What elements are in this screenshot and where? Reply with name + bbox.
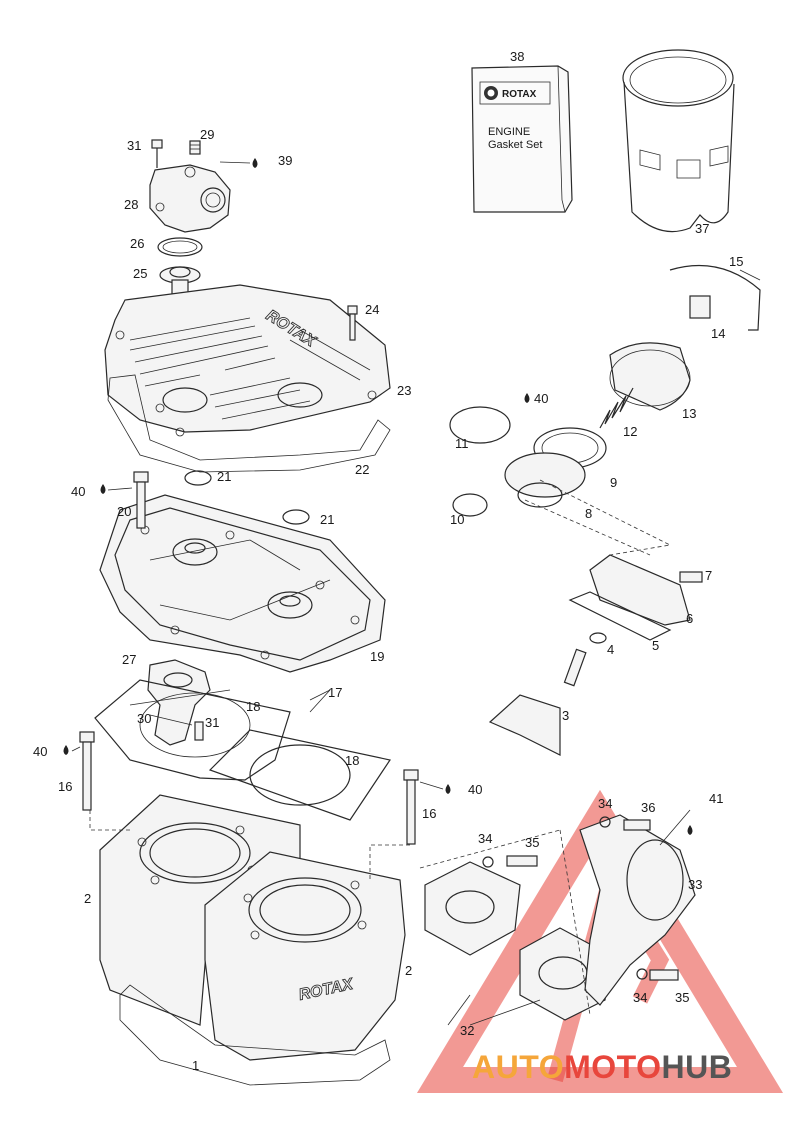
callout-27: 27 xyxy=(122,652,136,667)
washer-4 xyxy=(589,632,607,644)
callout-26: 26 xyxy=(130,236,144,251)
callout-41: 41 xyxy=(709,791,723,806)
callout-18b: 18 xyxy=(345,753,359,768)
drop-icon-41 xyxy=(687,825,693,835)
watermark-part2: MOTO xyxy=(564,1049,661,1085)
callout-14: 14 xyxy=(711,326,725,341)
callout-32: 32 xyxy=(460,1023,474,1038)
callout-31a: 31 xyxy=(127,138,141,153)
drop-icon-40d xyxy=(445,784,451,794)
lubricant-drop-icons xyxy=(63,158,693,835)
callout-18a: 18 xyxy=(246,699,260,714)
stud-16a xyxy=(79,731,95,811)
o-ring-21a xyxy=(184,470,212,486)
cylinder-sleeve xyxy=(622,49,735,233)
callout-40d: 40 xyxy=(468,782,482,797)
exhaust-manifold xyxy=(482,814,696,1006)
watermark-part3: HUB xyxy=(661,1049,732,1085)
callout-13: 13 xyxy=(682,406,696,421)
callout-8: 8 xyxy=(585,506,592,521)
callout-20: 20 xyxy=(117,504,131,519)
callout-2b: 2 xyxy=(405,963,412,978)
spring-12 xyxy=(599,387,634,429)
head-gasket-18b xyxy=(208,729,391,821)
head-cover-gasket xyxy=(107,374,391,473)
callout-11: 11 xyxy=(455,436,469,451)
callout-40a: 40 xyxy=(534,391,548,406)
callout-4: 4 xyxy=(607,642,614,657)
callout-15: 15 xyxy=(729,254,743,269)
callout-34a: 34 xyxy=(598,796,612,811)
drop-icon-40b xyxy=(100,484,106,494)
callout-21b: 21 xyxy=(320,512,334,527)
callout-25: 25 xyxy=(133,266,147,281)
callout-21a: 21 xyxy=(217,469,231,484)
callout-3: 3 xyxy=(562,708,569,723)
o-ring-11 xyxy=(449,406,511,444)
callout-31b: 31 xyxy=(205,715,219,730)
callout-1: 1 xyxy=(192,1058,199,1073)
head-gasket-18b-bore xyxy=(249,744,351,806)
callout-38: 38 xyxy=(510,49,524,64)
callout-2a: 2 xyxy=(84,891,91,906)
callout-36: 36 xyxy=(641,800,655,815)
callout-39: 39 xyxy=(278,153,292,168)
callout-35a: 35 xyxy=(525,835,539,850)
bolt-20 xyxy=(133,471,149,529)
svg-text:AUTOMOTOHUB: AUTOMOTOHUB xyxy=(472,1049,732,1085)
o-ring-10 xyxy=(452,493,488,517)
cylinder-head-cover: ROTAX xyxy=(104,284,391,437)
gasket-5 xyxy=(568,591,672,641)
callout-16a: 16 xyxy=(58,779,72,794)
callout-24: 24 xyxy=(365,302,379,317)
gasket-box-line1: ENGINE xyxy=(488,126,530,138)
callout-16b: 16 xyxy=(422,806,436,821)
drop-icon-39 xyxy=(252,158,258,168)
callout-22: 22 xyxy=(355,462,369,477)
cylinder-rear: ROTAX xyxy=(204,851,406,1061)
head-gasket-17 xyxy=(94,679,291,781)
exhaust-flange-gaskets xyxy=(424,861,611,1021)
callout-34c: 34 xyxy=(633,990,647,1005)
callout-17: 17 xyxy=(328,685,342,700)
callout-10: 10 xyxy=(450,512,464,527)
callout-30: 30 xyxy=(137,711,151,726)
callout-34b: 34 xyxy=(478,831,492,846)
callout-5: 5 xyxy=(652,638,659,653)
shaft-3 xyxy=(488,648,587,756)
thermostat-cover xyxy=(149,139,231,233)
callout-6: 6 xyxy=(686,611,693,626)
callout-37: 37 xyxy=(695,221,709,236)
watermark-part1: AUTO xyxy=(472,1049,564,1085)
gasket-box-line2: Gasket Set xyxy=(488,139,542,151)
drop-icon-40c xyxy=(63,745,69,755)
cylinder-head xyxy=(99,494,386,673)
callout-29: 29 xyxy=(200,127,214,142)
drop-icon-40a xyxy=(524,393,530,403)
callout-labels: 1 2 2 3 4 5 6 7 8 9 10 11 12 13 14 15 16… xyxy=(33,49,743,1073)
watermark-text: AUTOMOTOHUB xyxy=(472,1049,732,1085)
callout-7: 7 xyxy=(705,568,712,583)
callout-28: 28 xyxy=(124,197,138,212)
callout-9: 9 xyxy=(610,475,617,490)
base-gasket-1 xyxy=(119,984,391,1086)
gasket-set-box: ROTAX ENGINE Gasket Set xyxy=(471,65,573,213)
gasket-box-logo: ROTAX xyxy=(502,89,537,100)
head-gasket-18a-bore xyxy=(139,692,251,758)
callout-12: 12 xyxy=(623,424,637,439)
callout-23: 23 xyxy=(397,383,411,398)
leader-lines xyxy=(89,269,761,1026)
stud-16b xyxy=(403,769,419,845)
callout-40b: 40 xyxy=(71,484,85,499)
o-ring-21b xyxy=(282,509,310,525)
callout-19: 19 xyxy=(370,649,384,664)
callout-35b: 35 xyxy=(675,990,689,1005)
callout-40c: 40 xyxy=(33,744,47,759)
valve-disc-8 xyxy=(504,452,586,508)
water-outlet xyxy=(147,659,211,746)
screw-24 xyxy=(347,305,358,341)
callout-33: 33 xyxy=(688,877,702,892)
